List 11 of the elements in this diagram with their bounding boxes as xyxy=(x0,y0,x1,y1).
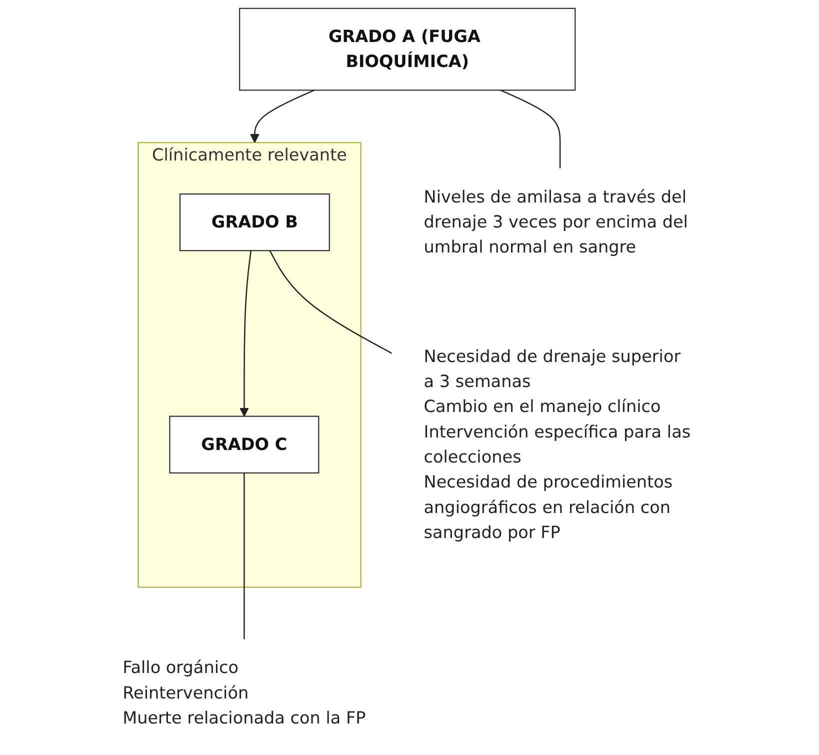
node-box: GRADO A (FUGA BIOQUÍMICA) xyxy=(239,8,576,91)
arrow xyxy=(240,250,252,417)
connector xyxy=(269,250,393,354)
node-box: GRADO B xyxy=(179,193,330,252)
node-text: Necesidad de drenaje superior a 3 semanas Cambio en el manejo clínico Intervención específica para las colecciones Necesidad de procedimientos angiográficos en relación con sangrado por FP xyxy=(424,346,691,542)
connector xyxy=(244,472,245,640)
node-text: Fallo orgánico Reintervención Muerte relacionada con la FP xyxy=(122,657,366,728)
node-text: Niveles de amilasa a través del drenaje 3 veces por encima del umbral normal en sangre xyxy=(424,186,688,257)
arrow xyxy=(250,90,315,144)
connector xyxy=(500,90,561,169)
node-box: GRADO C xyxy=(169,416,320,474)
